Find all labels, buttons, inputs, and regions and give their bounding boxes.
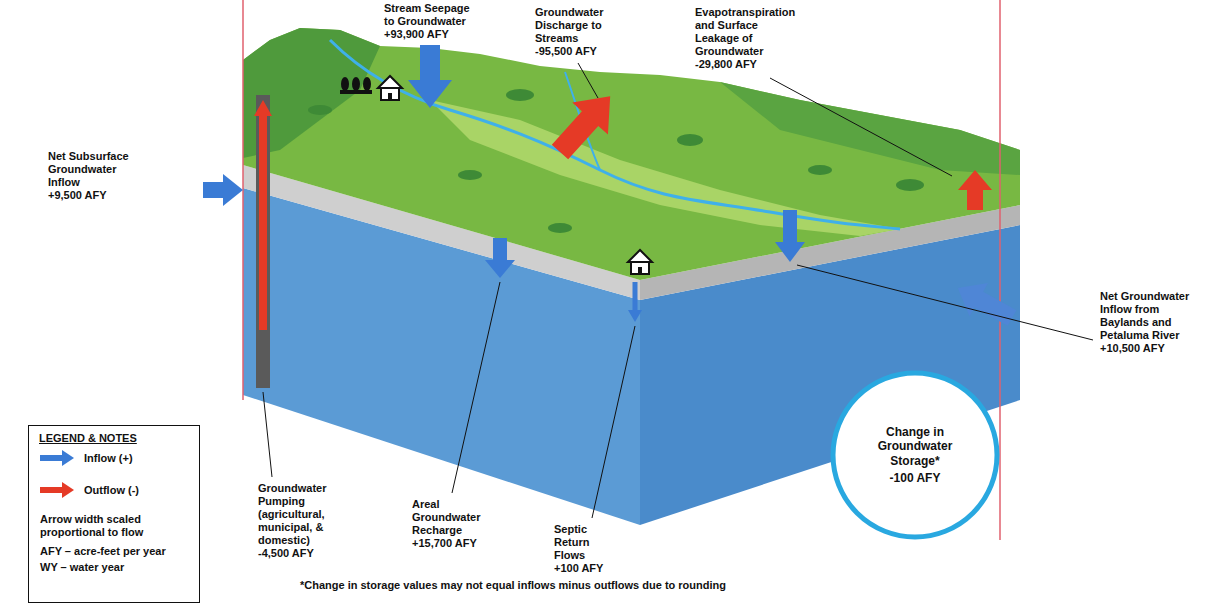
- footnote: *Change in storage values may not equal …: [300, 579, 726, 592]
- flow-name: Groundwater Pumping (agricultural, munic…: [258, 482, 342, 547]
- label-slot: Groundwater Discharge to Streams: [535, 6, 615, 45]
- house-icon: [628, 250, 652, 274]
- legend-text: Outflow (-): [84, 484, 139, 497]
- inflow-legend-row: Inflow (+): [40, 450, 133, 466]
- legend-arrow-shape: [40, 482, 74, 498]
- flow-value: +10,500 AFY: [1100, 342, 1165, 355]
- label-slot: -29,800 AFY: [695, 58, 757, 71]
- flow-value: -29,800 AFY: [695, 58, 757, 71]
- label-slot: +10,500 AFY: [1100, 342, 1165, 355]
- legend-note: AFY – acre-feet per year: [40, 545, 166, 558]
- flow-value: +100 AFY: [554, 562, 603, 575]
- label-slot: -4,500 AFY: [258, 547, 314, 560]
- node-value: -100 AFY: [863, 471, 967, 486]
- label-slot: Evapotranspiration and Surface Leakage o…: [695, 6, 801, 58]
- subsurface-inflow-arrow: [203, 174, 243, 206]
- seepage-arrow: [408, 45, 452, 108]
- leader-line: [770, 78, 952, 176]
- label-slot: Areal Groundwater Recharge: [412, 498, 490, 537]
- label-slot: +9,500 AFY: [48, 189, 107, 202]
- orchard-icon: [340, 77, 372, 94]
- label-slot: +15,700 AFY: [412, 537, 477, 550]
- terrain: [243, 28, 1020, 280]
- legend-note: WY – water year: [40, 561, 124, 574]
- house-roof: [628, 250, 652, 262]
- bush: [548, 223, 572, 233]
- legend-arrow: [40, 482, 76, 498]
- bayland-inflow-arrow: [949, 271, 1022, 334]
- circle-text-holder: Change in Groundwater Storage* -100 AFY: [863, 425, 967, 486]
- bush: [677, 134, 703, 146]
- tree: [363, 77, 371, 91]
- bush: [458, 170, 482, 180]
- legend-text: Inflow (+): [84, 452, 133, 465]
- outflow-legend-row: Outflow (-): [40, 482, 139, 498]
- house-door: [388, 93, 392, 100]
- boundary-line: [999, 0, 1001, 540]
- label-slot: AFY – acre-feet per year: [40, 545, 166, 558]
- leader-line: [578, 63, 598, 98]
- recharge-arrow: [485, 238, 515, 278]
- node-heading: LEGEND & NOTES: [39, 432, 189, 446]
- evapotranspiration-arrow: [958, 170, 992, 210]
- circle-shape: [833, 373, 997, 537]
- label-slot: Groundwater Pumping (agricultural, munic…: [258, 482, 342, 547]
- label-slot: Arrow width scaled proportional to flow: [40, 513, 180, 539]
- house-roof: [378, 76, 402, 88]
- flow-value: +93,900 AFY: [384, 28, 449, 41]
- bush: [808, 165, 832, 175]
- leader-line: [452, 282, 500, 493]
- label-slot: -95,500 AFY: [535, 45, 597, 58]
- bush: [506, 89, 534, 101]
- label-slot: +93,900 AFY: [384, 28, 449, 41]
- flow-name: Net Subsurface Groundwater Inflow: [48, 150, 140, 189]
- leader-line: [263, 392, 272, 477]
- legend-note: Arrow width scaled proportional to flow: [40, 513, 180, 539]
- tree-trunks: [340, 90, 372, 94]
- stream: [330, 40, 900, 229]
- flow-value: -4,500 AFY: [258, 547, 314, 560]
- bayland-inflow-arrow-group: [949, 271, 1022, 334]
- septic-arrow: [628, 282, 642, 322]
- caption-slot: *Change in storage values may not equal …: [300, 579, 726, 592]
- label-slot: Stream Seepage to Groundwater: [384, 2, 476, 28]
- storage-circle: Change in Groundwater Storage* -100 AFY: [830, 370, 1000, 540]
- terrain-hill: [720, 82, 1020, 175]
- flow-name: Evapotranspiration and Surface Leakage o…: [695, 6, 801, 58]
- leader-line: [797, 265, 1093, 340]
- discharge-arrow-group: [542, 80, 628, 168]
- house-body: [631, 262, 649, 274]
- tree: [341, 77, 349, 91]
- house-icon: [378, 76, 402, 100]
- node-heading: Change in Groundwater Storage*: [863, 425, 967, 469]
- label-slot: +100 AFY: [554, 562, 603, 575]
- discharge-arrow: [542, 80, 628, 168]
- flow-name: Groundwater Discharge to Streams: [535, 6, 615, 45]
- boundary-line: [242, 0, 244, 400]
- recharge-arrow: [775, 210, 805, 262]
- legend-arrow-shape: [40, 450, 74, 466]
- pumping-arrow: [254, 100, 272, 330]
- label-slot: Net Groundwater Inflow from Baylands and…: [1100, 290, 1204, 342]
- flow-name: Stream Seepage to Groundwater: [384, 2, 476, 28]
- bush: [896, 179, 924, 191]
- bush: [308, 105, 332, 115]
- label-slot: WY – water year: [40, 561, 124, 574]
- terrain-valley: [430, 100, 900, 236]
- legend-arrow: [40, 450, 76, 466]
- flow-value: +15,700 AFY: [412, 537, 477, 550]
- house-door: [638, 267, 642, 274]
- flow-value: +9,500 AFY: [48, 189, 107, 202]
- label-slot: Septic Return Flows: [554, 523, 606, 562]
- flow-name: Net Groundwater Inflow from Baylands and…: [1100, 290, 1204, 342]
- label-slot: Net Subsurface Groundwater Inflow: [48, 150, 140, 189]
- house-body: [381, 88, 399, 100]
- tree: [352, 77, 360, 91]
- flow-name: Septic Return Flows: [554, 523, 606, 562]
- leader-line: [592, 326, 635, 518]
- flow-value: -95,500 AFY: [535, 45, 597, 58]
- flow-name: Areal Groundwater Recharge: [412, 498, 490, 537]
